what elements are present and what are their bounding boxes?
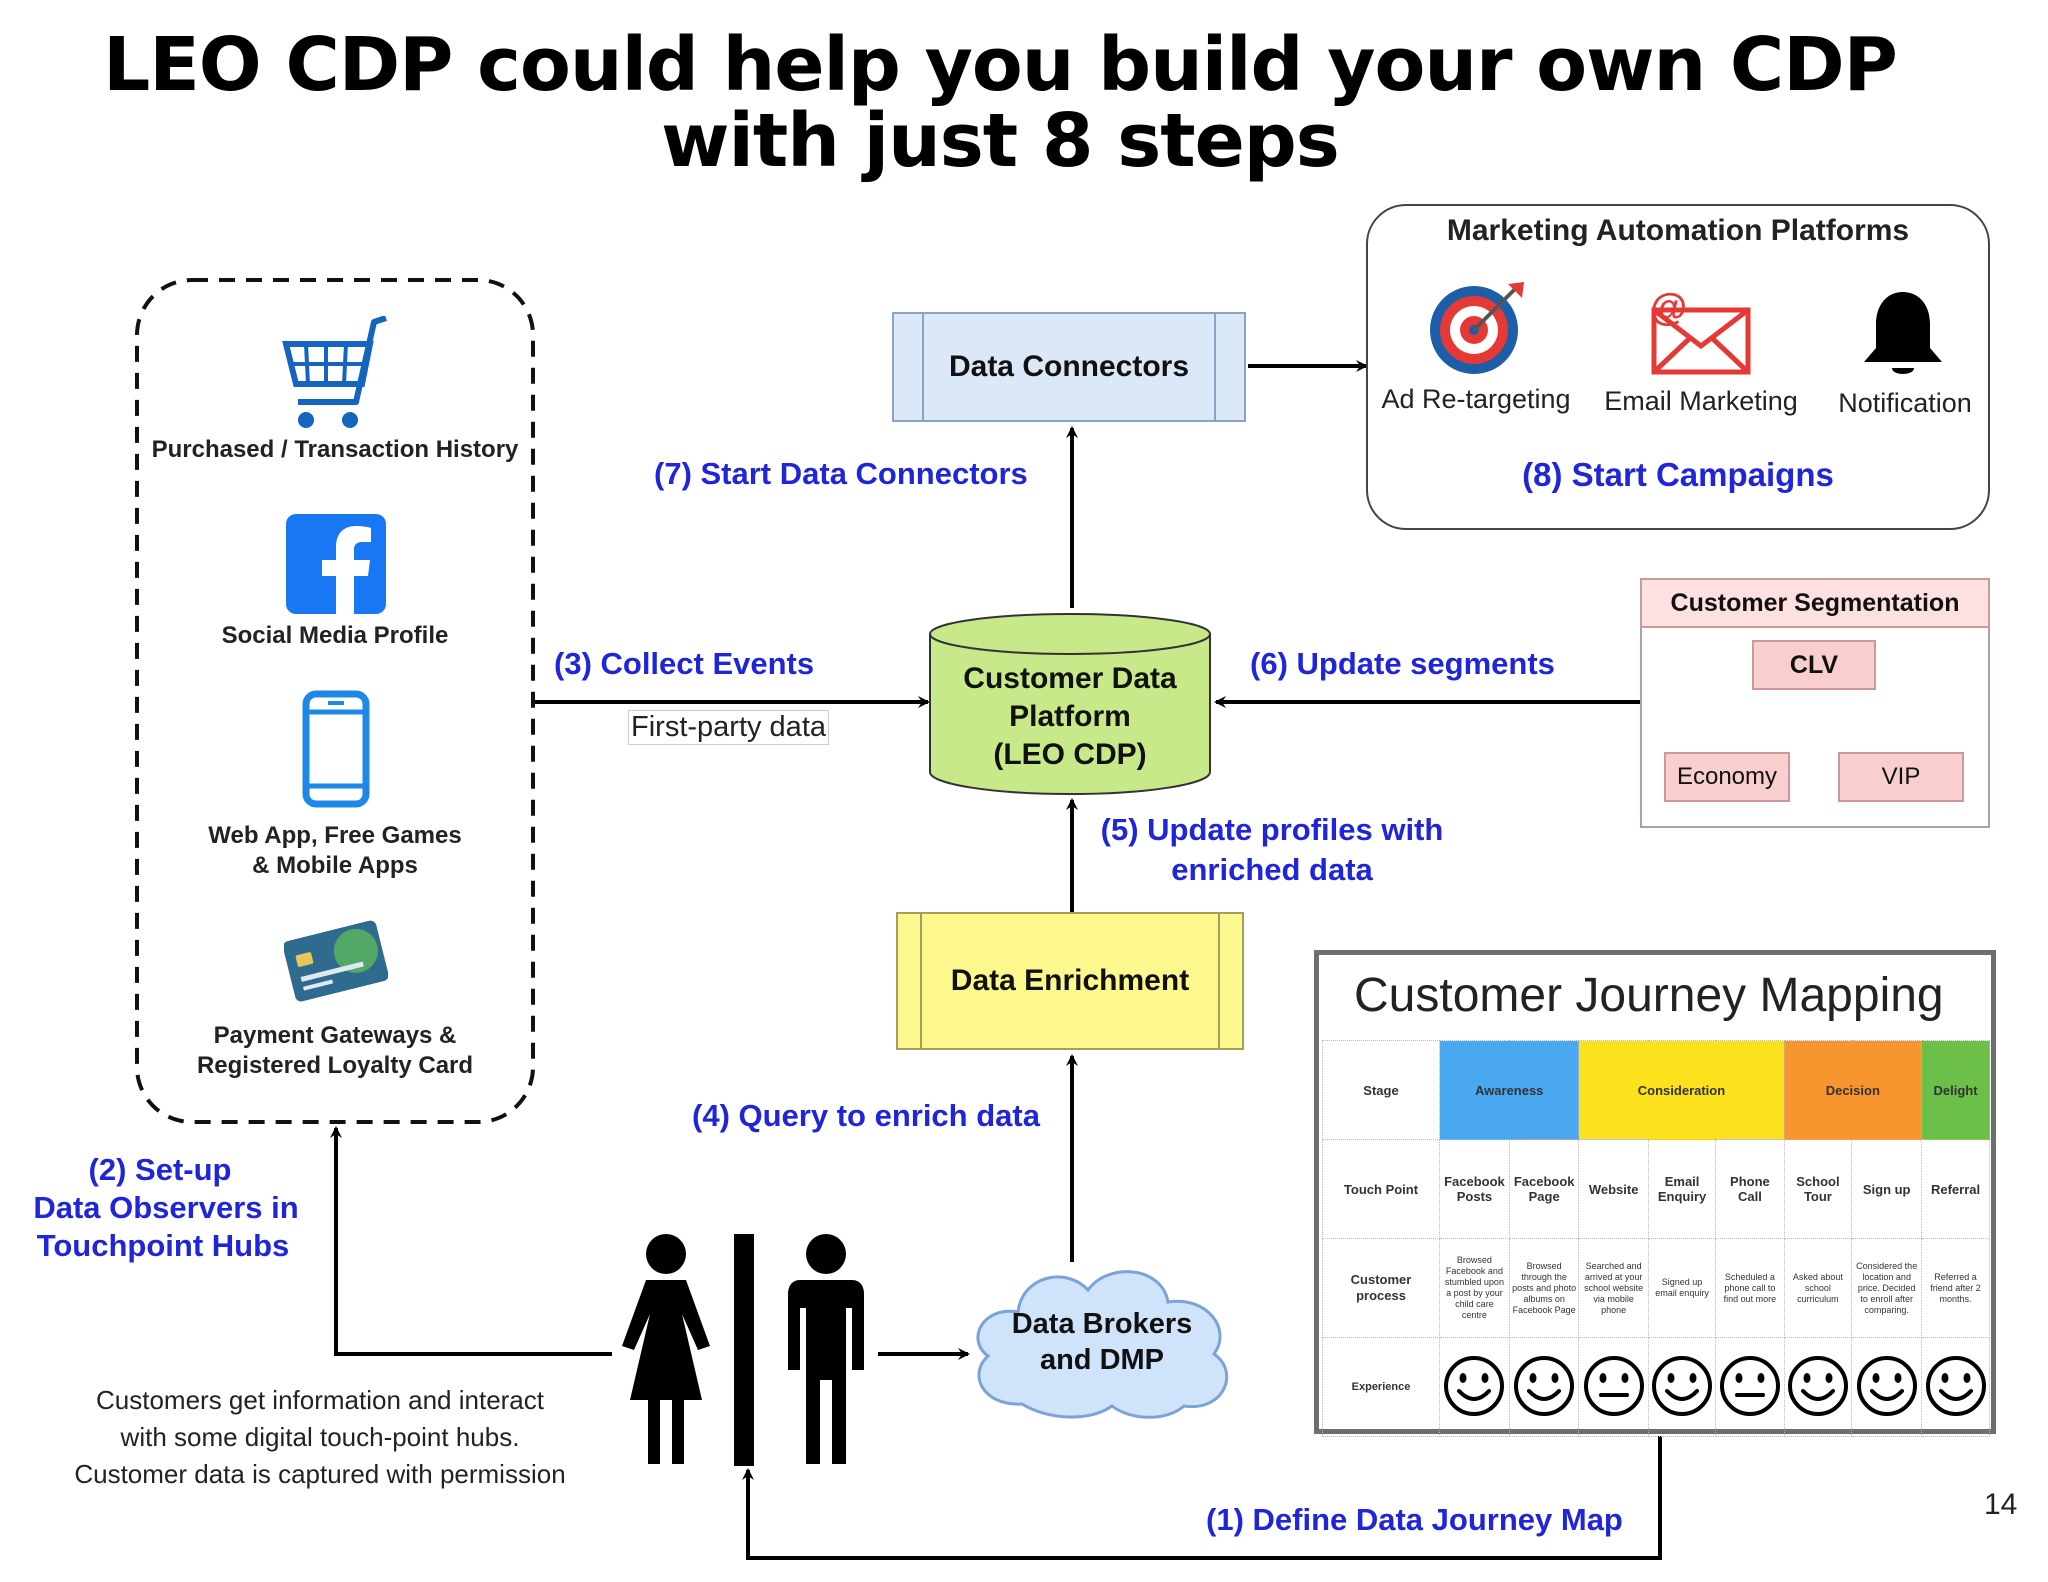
segment-vip: VIP xyxy=(1838,752,1964,802)
page-title-line2: with just 8 steps xyxy=(661,98,1340,184)
step-6-label: (6) Update segments xyxy=(1250,646,1555,681)
step-3-label: (3) Collect Events xyxy=(554,646,815,681)
data-connectors-label: Data Connectors xyxy=(948,350,1190,383)
step-8-label: (8) Start Campaigns xyxy=(1522,456,1834,493)
segmentation-title: Customer Segmentation xyxy=(1640,578,1990,628)
customers-note: Customers get information and interact w… xyxy=(40,1382,600,1493)
source-payment-label-2: Registered Loyalty Card xyxy=(196,1052,474,1079)
customer-process: Signed up email enquiry xyxy=(1647,1238,1717,1338)
source-payment-label-1: Payment Gateways & xyxy=(213,1022,457,1049)
data-brokers-label: Data Brokers and DMP xyxy=(962,1306,1242,1378)
bell-icon xyxy=(1858,288,1948,385)
row-label-touch-point: Touch Point xyxy=(1322,1139,1440,1239)
segment-economy: Economy xyxy=(1664,752,1790,802)
touch-point: Sign up xyxy=(1851,1139,1923,1239)
target-icon xyxy=(1428,280,1528,381)
step-4-label: (4) Query to enrich data xyxy=(692,1098,1040,1133)
source-web-label-1: Web App, Free Games xyxy=(208,822,462,849)
data-enrichment-box: Data Enrichment xyxy=(896,912,1244,1050)
journey-map-title: Customer Journey Mapping xyxy=(1354,969,1944,1022)
touch-point: Facebook Posts xyxy=(1439,1139,1510,1239)
customers-note-1: Customers get information and interact xyxy=(96,1385,544,1415)
arrow-define-journey xyxy=(742,1436,1662,1560)
touch-point: Email Enquiry xyxy=(1647,1139,1717,1239)
mobile-phone-icon xyxy=(302,690,370,813)
happy-face-icon xyxy=(1508,1337,1580,1437)
stage-delight: Delight xyxy=(1921,1040,1990,1140)
cdp-label: Customer Data Platform (LEO CDP) xyxy=(928,660,1212,774)
row-label-experience: Experience xyxy=(1322,1337,1440,1437)
happy-face-icon xyxy=(1647,1337,1717,1437)
happy-face-icon xyxy=(1921,1337,1990,1437)
facebook-icon xyxy=(286,514,386,619)
step-7-label: (7) Start Data Connectors xyxy=(654,456,1028,491)
customer-process: Browsed Facebook and stumbled upon a pos… xyxy=(1439,1238,1510,1338)
stage-consideration: Consideration xyxy=(1578,1040,1785,1140)
happy-face-icon xyxy=(1783,1337,1853,1437)
happy-face-icon xyxy=(1851,1337,1923,1437)
row-label-customer-process: Customer process xyxy=(1322,1238,1440,1338)
happy-face-icon xyxy=(1439,1337,1510,1437)
segment-clv: CLV xyxy=(1752,640,1876,690)
svg-text:@: @ xyxy=(1650,287,1687,329)
stage-decision: Decision xyxy=(1783,1040,1923,1140)
cdp-label-2: Platform xyxy=(1009,700,1131,733)
step-2-label-1: (2) Set-up xyxy=(88,1152,232,1187)
touch-point: Referral xyxy=(1921,1139,1990,1239)
customer-process: Referred a friend after 2 months. xyxy=(1921,1238,1990,1338)
neutral-face-icon xyxy=(1715,1337,1785,1437)
source-purchase-label: Purchased / Transaction History xyxy=(151,436,519,463)
data-enrichment-label: Data Enrichment xyxy=(950,964,1190,997)
step-5-label-2: enriched data xyxy=(1171,852,1373,887)
customer-process: Asked about school curriculum xyxy=(1783,1238,1853,1338)
source-web-label-2: & Mobile Apps xyxy=(252,852,418,879)
data-connectors-box: Data Connectors xyxy=(892,312,1246,422)
page-number: 14 xyxy=(1984,1488,2018,1521)
touch-point: Website xyxy=(1578,1139,1649,1239)
touch-point: School Tour xyxy=(1783,1139,1853,1239)
email-icon: @ xyxy=(1648,286,1752,381)
step-2-label-2: Data Observers in xyxy=(33,1190,299,1225)
step-5-label-1: (5) Update profiles with xyxy=(1100,812,1444,847)
customers-people-icon xyxy=(606,1230,882,1475)
shopping-cart-icon xyxy=(282,315,388,435)
customer-process: Browsed through the posts and photo albu… xyxy=(1508,1238,1580,1338)
customer-process: Considered the location and price. Decid… xyxy=(1851,1238,1923,1338)
stage-awareness: Awareness xyxy=(1438,1040,1580,1140)
page-title-line1: LEO CDP could help you build your own CD… xyxy=(103,22,1898,108)
data-brokers-label-1: Data Brokers xyxy=(1011,1308,1193,1340)
first-party-data-label: First-party data xyxy=(628,710,829,745)
sources-container xyxy=(135,278,535,1124)
cdp-label-3: (LEO CDP) xyxy=(993,738,1147,771)
data-brokers-label-2: and DMP xyxy=(1039,1344,1165,1376)
neutral-face-icon xyxy=(1578,1337,1649,1437)
customers-note-2: with some digital touch-point hubs. xyxy=(120,1422,520,1452)
customer-process: Scheduled a phone call to find out more xyxy=(1715,1238,1785,1338)
credit-card-icon xyxy=(282,912,389,1017)
row-label-stage: Stage xyxy=(1322,1040,1440,1140)
marketing-item-0: Ad Re-targeting xyxy=(1381,384,1571,414)
cdp-label-1: Customer Data xyxy=(963,662,1177,695)
customers-note-3: Customer data is captured with permissio… xyxy=(74,1459,566,1489)
touch-point: Phone Call xyxy=(1715,1139,1785,1239)
source-social-label: Social Media Profile xyxy=(221,622,449,649)
marketing-item-2: Notification xyxy=(1838,388,1972,418)
customer-process: Searched and arrived at your school webs… xyxy=(1578,1238,1649,1338)
touch-point: Facebook Page xyxy=(1508,1139,1580,1239)
marketing-item-1: Email Marketing xyxy=(1604,386,1798,416)
step-1-label: (1) Define Data Journey Map xyxy=(1206,1502,1623,1537)
arrow-setup-observers xyxy=(330,1126,612,1356)
journey-map-table: Stage Awareness Consideration Decision D… xyxy=(1322,1040,1990,1437)
cdp-cylinder xyxy=(928,612,1212,801)
data-brokers-cloud xyxy=(962,1256,1242,1425)
marketing-title: Marketing Automation Platforms xyxy=(1446,214,1910,247)
step-2-label-3: Touchpoint Hubs xyxy=(36,1228,290,1263)
